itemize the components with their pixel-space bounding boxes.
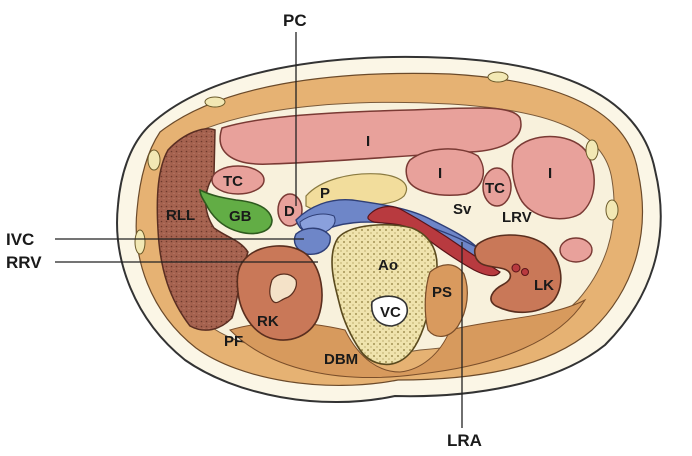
- left-kidney-hilum-vessel-b: [522, 269, 529, 276]
- label-right-kidney: RK: [257, 313, 279, 330]
- label-intestine-large: I: [366, 133, 370, 150]
- muscle-fragment-5: [148, 150, 160, 170]
- label-pancreas: P: [320, 185, 330, 202]
- label-intestine-right: I: [548, 165, 552, 182]
- label-transverse-colon-right: TC: [485, 180, 505, 197]
- label-gallbladder: GB: [229, 208, 252, 225]
- label-lra: LRA: [447, 431, 482, 450]
- label-pc: PC: [283, 11, 307, 30]
- small-bowel-loop: [560, 238, 592, 262]
- muscle-fragment-4: [606, 200, 618, 220]
- muscle-fragment-3: [586, 140, 598, 160]
- intestine-middle: [406, 149, 483, 195]
- muscle-fragment-6: [135, 230, 145, 254]
- label-transverse-colon-left: TC: [223, 173, 243, 190]
- label-left-renal-vein: LRV: [502, 209, 532, 226]
- label-duodenum: D: [284, 203, 295, 220]
- label-left-kidney: LK: [534, 277, 554, 294]
- muscle-fragment-2: [488, 72, 508, 82]
- muscle-fragment-1: [205, 97, 225, 107]
- label-perirenal-fat: PF: [224, 333, 243, 350]
- label-ivc: IVC: [6, 230, 34, 249]
- label-intestine-middle: I: [438, 165, 442, 182]
- label-dorsal-back-muscles: DBM: [324, 351, 358, 368]
- label-vertebral-canal: VC: [380, 304, 401, 321]
- label-psoas: PS: [432, 284, 452, 301]
- left-kidney-hilum-vessel-a: [512, 264, 520, 272]
- label-aorta: Ao: [378, 257, 398, 274]
- label-right-liver-lobe: RLL: [166, 207, 195, 224]
- label-splenic-vein: Sv: [453, 201, 472, 218]
- label-rrv: RRV: [6, 253, 42, 272]
